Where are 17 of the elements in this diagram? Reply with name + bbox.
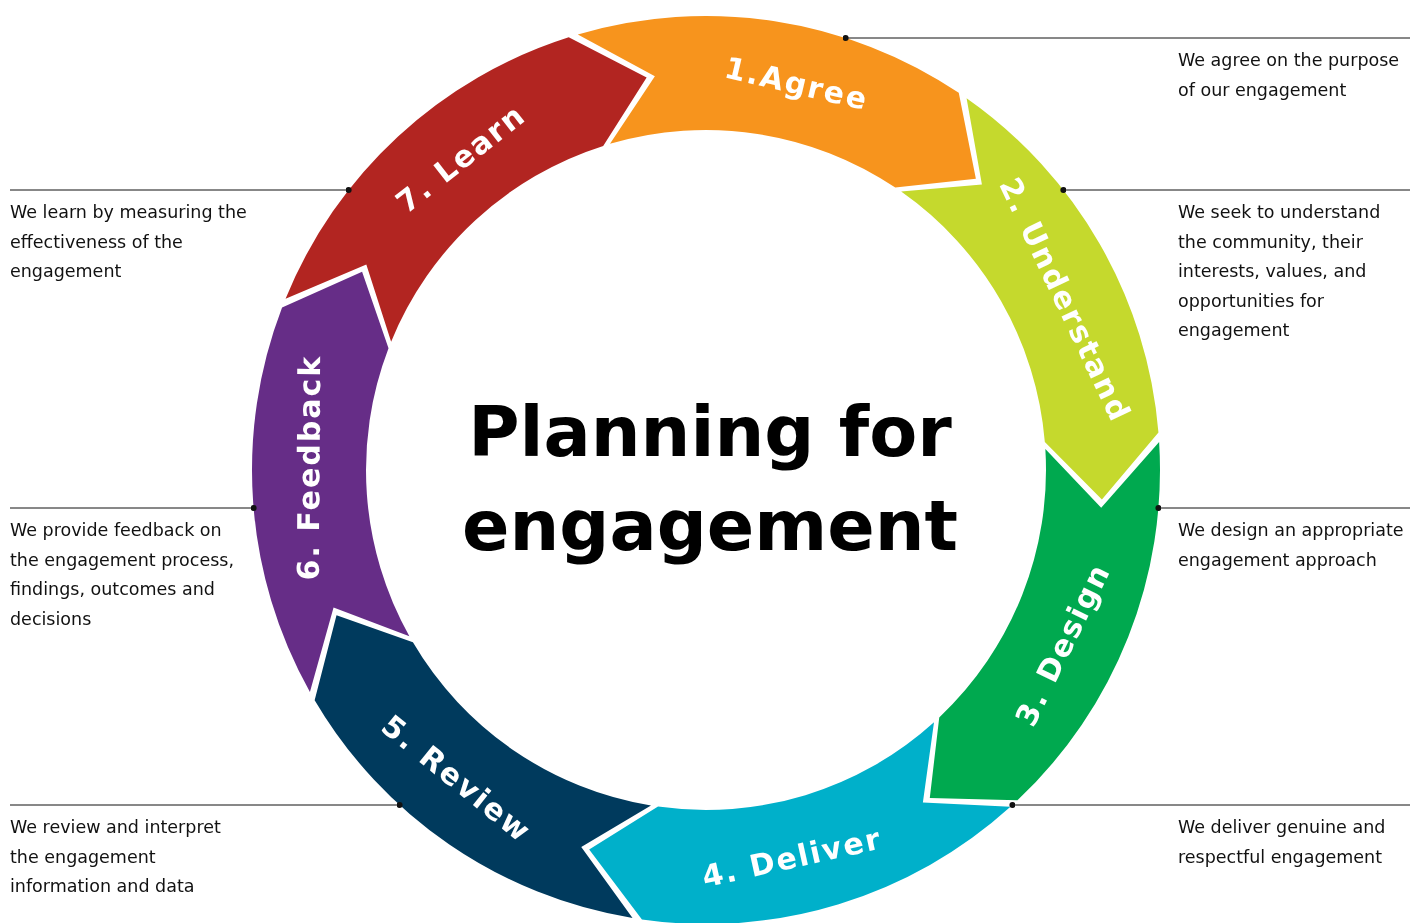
description-text: We design an appropriate engagement approach: [1178, 519, 1405, 572]
description-text: We agree on the purpose of our engagement: [1178, 49, 1401, 102]
leader-line: [1155, 505, 1411, 511]
leader-line: [1009, 802, 1411, 808]
description-text: We seek to understand the community, their interests, values, and opportunities for engagement: [1178, 201, 1382, 343]
leader-line: [842, 35, 1411, 41]
stage-label: 6. Feedback: [290, 354, 328, 581]
stage-label: 4. Deliver: [698, 820, 886, 895]
leader-line: [9, 802, 403, 808]
description-text: We deliver genuine and respectful engagement: [1178, 816, 1387, 869]
description-text: We review and interpret the engagement information and data: [10, 816, 222, 899]
diagram-title: Planning for engagement: [461, 390, 959, 569]
description-text: We provide feedback on the engagement process, findings, outcomes and decisions: [10, 519, 235, 631]
description-text: We learn by measuring the effectiveness of the engagement: [10, 201, 248, 284]
leader-line: [1060, 187, 1411, 193]
leader-line: [9, 187, 352, 193]
leader-line: [9, 505, 257, 511]
